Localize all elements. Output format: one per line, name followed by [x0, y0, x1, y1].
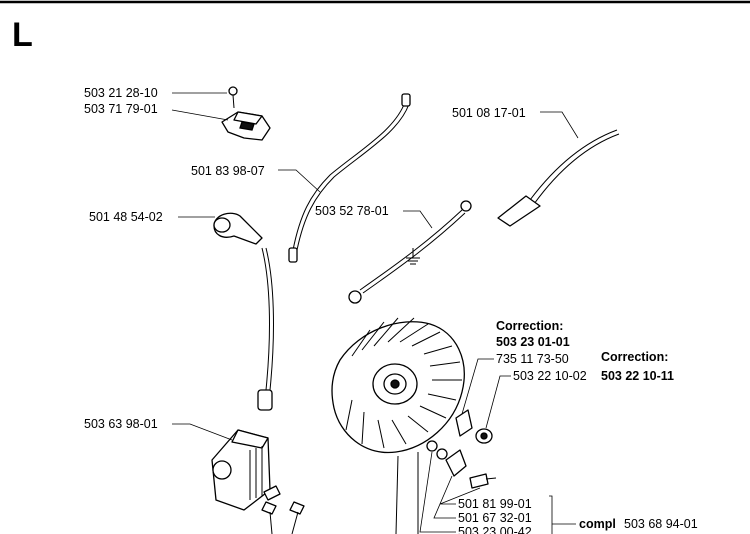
correction-2-number: 503 22 10-11 [601, 369, 674, 383]
section-letter: L [12, 16, 33, 54]
label-501-08-17-01: 501 08 17-01 [452, 106, 526, 120]
bracket-drawing [221, 86, 271, 141]
label-503-63-98-01: 503 63 98-01 [84, 417, 158, 431]
compl-number: 503 68 94-01 [624, 517, 698, 531]
label-501-48-54-02: 501 48 54-02 [89, 210, 163, 224]
label-501-81-99-01: 501 81 99-01 [458, 497, 532, 511]
correction-1-label: Correction: [496, 319, 563, 333]
correction-2-label: Correction: [601, 350, 668, 364]
ht-lead-drawing [497, 129, 620, 227]
short-lead-drawing [348, 200, 472, 304]
flywheel-drawing [331, 317, 465, 534]
label-503-22-10-02: 503 22 10-02 [513, 369, 587, 383]
compl-label: compl [579, 517, 616, 531]
label-501-67-32-01: 501 67 32-01 [458, 511, 532, 525]
small-parts-drawing [426, 409, 497, 489]
ignition-module-drawing [211, 247, 305, 534]
lead-cable-drawing [288, 93, 411, 263]
label-503-21-28-10: 503 21 28-10 [84, 86, 158, 100]
label-503-71-79-01: 503 71 79-01 [84, 102, 158, 116]
label-735-11-73-50: 735 11 73-50 [496, 352, 569, 366]
spark-plug-cap-drawing [213, 212, 263, 245]
label-503-23-00-42: 503 23 00-42 [458, 525, 532, 534]
label-501-83-98-07: 501 83 98-07 [191, 164, 265, 178]
label-503-52-78-01: 503 52 78-01 [315, 204, 389, 218]
correction-1-number: 503 23 01-01 [496, 335, 570, 349]
